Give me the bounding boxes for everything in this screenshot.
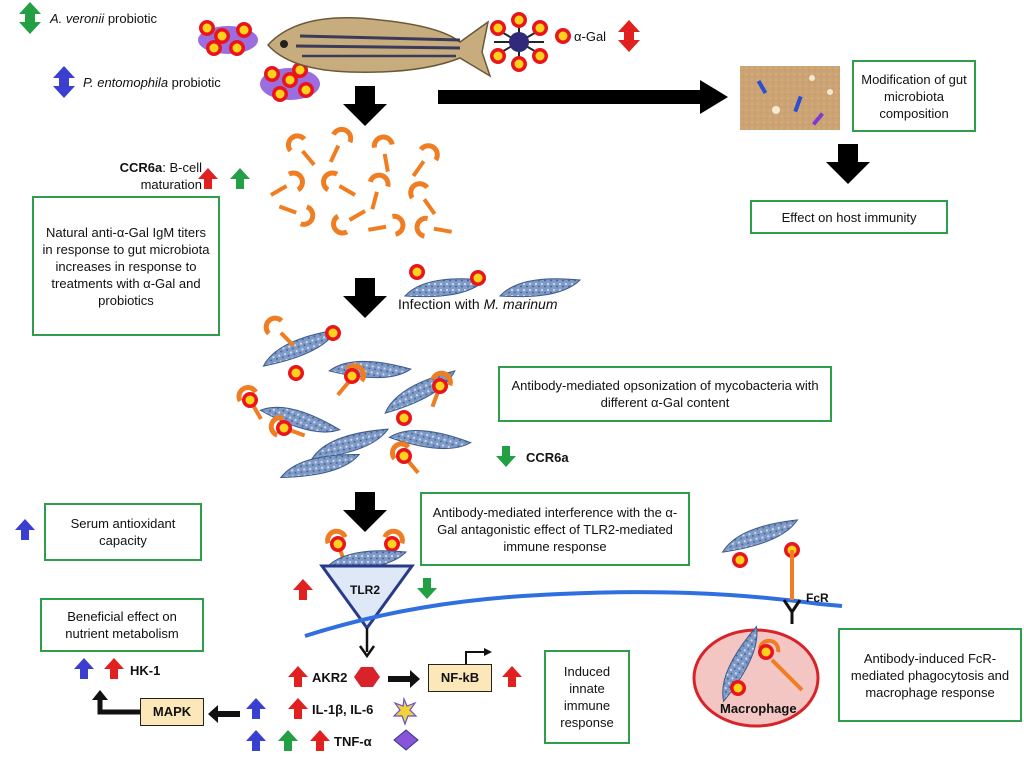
p-entomophila-probiotic-label: P. entomophila probiotic bbox=[83, 74, 221, 91]
ccr6a-b-cell-maturation-label: CCR6a: B-cell maturation bbox=[90, 159, 202, 193]
hk1-label: HK-1 bbox=[130, 663, 161, 678]
tnf-label: TNF-α bbox=[334, 734, 372, 749]
down-arrow-3 bbox=[343, 492, 387, 532]
red-up-arrow-nfkb bbox=[502, 666, 522, 687]
alpha-gal-legend-label: α-Gal bbox=[574, 29, 607, 44]
a-veronii-probiotic-label: A. veronii probiotic bbox=[50, 10, 157, 27]
p-entomophila-bacteria-cluster bbox=[260, 62, 320, 102]
mycobacteria-infection bbox=[404, 264, 581, 298]
down-arrow-1 bbox=[343, 86, 387, 126]
alpha-gal-legend-icon bbox=[555, 28, 571, 44]
macrophage-cell bbox=[692, 625, 820, 728]
infection-label: Infection with M. marinum bbox=[398, 296, 558, 313]
tlr2-label: TLR2 bbox=[350, 583, 380, 597]
macrophage-label: Macrophage bbox=[720, 701, 797, 716]
green-up-arrow-ccr6a bbox=[230, 168, 250, 189]
box-antioxidant: Serum antioxidant capacity bbox=[44, 503, 202, 561]
a-veronii-bacteria-cluster bbox=[198, 20, 258, 56]
ccr6a-mid-label: CCR6a bbox=[526, 450, 569, 465]
down-arrow-2 bbox=[343, 278, 387, 318]
cytokine-star-icon bbox=[392, 696, 418, 726]
opsonized-mycobacteria bbox=[236, 314, 472, 478]
p-entomophila-suffix: probiotic bbox=[168, 75, 221, 90]
red-up-arrow-tlr2 bbox=[293, 579, 313, 600]
arrow-akr2-to-nfkb bbox=[388, 670, 420, 688]
green-down-arrow-ccr6a bbox=[496, 446, 516, 467]
nfkb-box: NF-kB bbox=[428, 664, 492, 692]
box-modification-microbiota: Modification of gut microbiota compositi… bbox=[852, 60, 976, 132]
right-arrow-microbiota bbox=[438, 80, 728, 114]
fcr-label: FcR bbox=[806, 591, 829, 605]
alpha-gal-glycan-icon bbox=[490, 12, 548, 72]
infection-species: M. marinum bbox=[483, 296, 558, 312]
ccr6a-top-name: CCR6a bbox=[119, 160, 163, 175]
akr2-label: AKR2 bbox=[312, 670, 348, 685]
p-entomophila-name: P. entomophila bbox=[83, 75, 169, 90]
box-innate-immune-response: Induced innate immune response bbox=[544, 650, 630, 744]
box-effect-host-immunity: Effect on host immunity bbox=[750, 200, 948, 234]
cell-membrane-line bbox=[304, 590, 843, 638]
infection-prefix: Infection with bbox=[398, 296, 484, 312]
green-up-arrow-tnf bbox=[278, 730, 298, 751]
red-up-arrow-tnf bbox=[310, 730, 330, 751]
il-label: IL-1β, IL-6 bbox=[312, 702, 374, 717]
akr2-hexagon-icon bbox=[354, 667, 380, 687]
red-up-arrow-il bbox=[288, 698, 308, 719]
tnf-diamond-icon bbox=[393, 729, 419, 751]
a-veronii-name: A. veronii bbox=[50, 11, 105, 26]
red-up-arrow-hk1 bbox=[104, 658, 124, 679]
ccr6a-top-rest: : B-cell maturation bbox=[140, 160, 202, 192]
nfkb-transcription-arrow bbox=[465, 651, 484, 664]
tlr2-complex bbox=[319, 529, 415, 659]
gut-microbiota-photo bbox=[740, 66, 840, 130]
blue-up-arrow-hk1 bbox=[74, 658, 94, 679]
blue-up-arrow-tnf bbox=[246, 730, 266, 751]
blue-up-arrow-il bbox=[246, 698, 266, 719]
box-nutrient-metabolism: Beneficial effect on nutrient metabolism bbox=[40, 598, 204, 652]
box-interference: Antibody-mediated interference with the … bbox=[420, 492, 690, 566]
down-arrow-microbiota bbox=[826, 144, 870, 184]
box-phagocytosis: Antibody-induced FcR-mediated phagocytos… bbox=[838, 628, 1022, 722]
zebrafish-image bbox=[266, 17, 492, 78]
arrow-to-mapk bbox=[208, 705, 240, 723]
green-down-arrow-tlr2 bbox=[417, 578, 437, 599]
blue-double-arrow-icon bbox=[53, 66, 75, 98]
blue-up-arrow-antioxidant bbox=[15, 519, 35, 540]
mapk-elbow-arrow bbox=[97, 698, 148, 715]
a-veronii-suffix: probiotic bbox=[104, 11, 157, 26]
mapk-box: MAPK bbox=[140, 698, 204, 726]
antibody-cluster bbox=[266, 126, 453, 240]
box-igm-titers: Natural anti-α-Gal IgM titers in respons… bbox=[32, 196, 220, 336]
red-up-arrow-akr2 bbox=[288, 666, 308, 687]
box-opsonization: Antibody-mediated opsonization of mycoba… bbox=[498, 366, 832, 422]
fcr-mycobacterium bbox=[718, 518, 802, 624]
green-double-arrow-icon bbox=[19, 2, 41, 34]
red-double-arrow-icon bbox=[618, 20, 640, 52]
